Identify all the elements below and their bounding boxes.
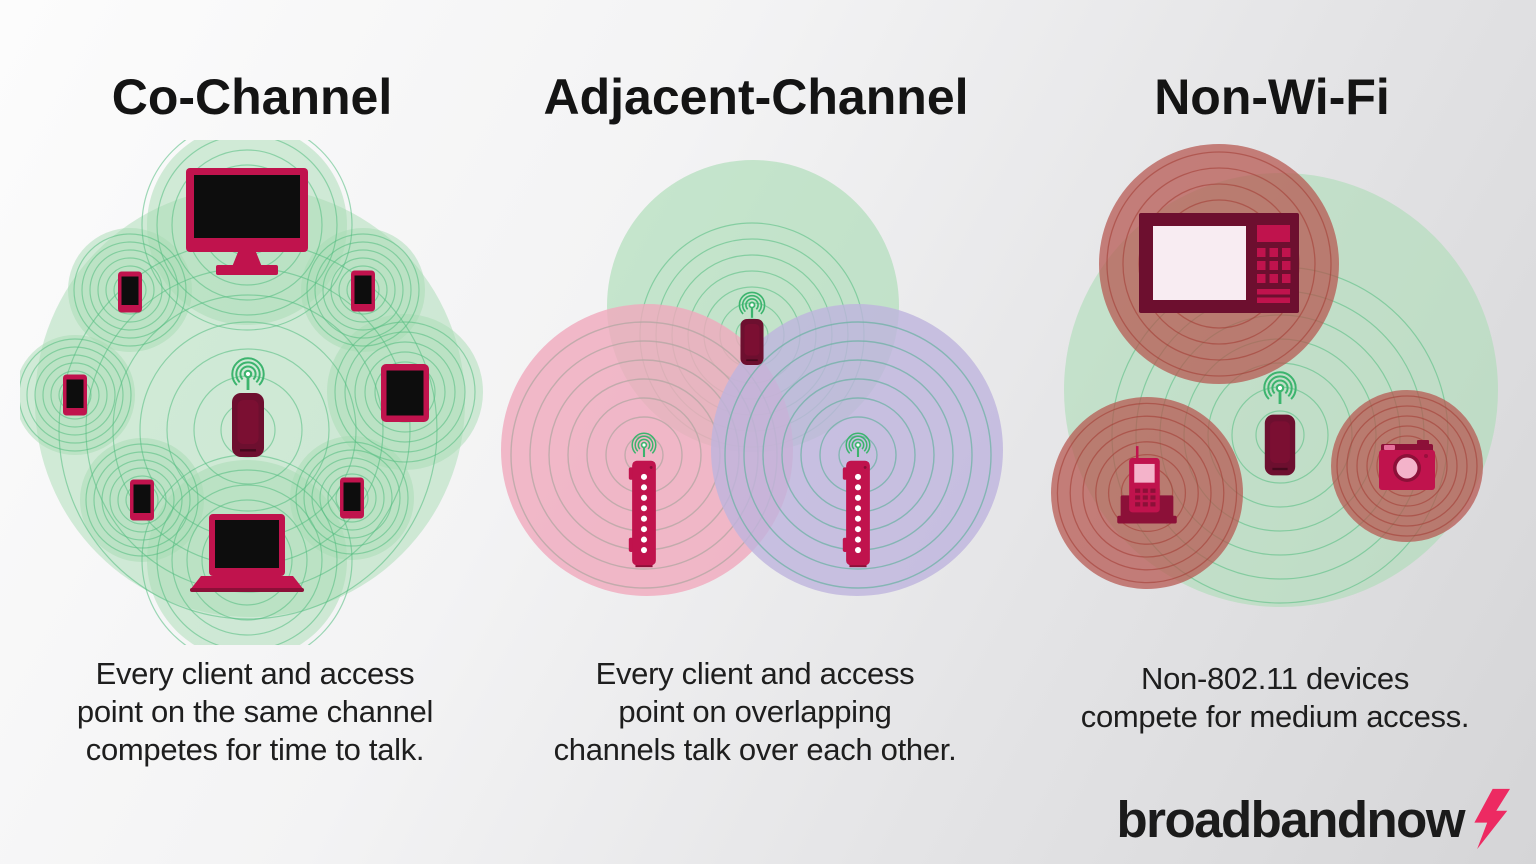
panel-title-adjacent-channel: Adjacent-Channel bbox=[543, 69, 969, 125]
panel-title-non-wifi: Non-Wi-Fi bbox=[1154, 69, 1390, 125]
caption-line: point on overlapping bbox=[618, 693, 892, 729]
logo-brand-text: broadband bbox=[1116, 790, 1369, 848]
caption-non-wifi: Non-802.11 devices compete for medium ac… bbox=[1030, 660, 1520, 736]
lightning-bolt-icon bbox=[1474, 788, 1510, 850]
non-wifi-diagram bbox=[1051, 144, 1498, 607]
security-camera-icon bbox=[1379, 440, 1435, 490]
caption-adjacent-channel: Every client and access point on overlap… bbox=[500, 655, 1010, 768]
caption-line: Every client and access bbox=[595, 656, 915, 691]
wifi-extender-icon bbox=[628, 460, 656, 568]
caption-co-channel: Every client and access point on the sam… bbox=[20, 655, 490, 768]
caption-line: point on the same channel bbox=[76, 693, 434, 729]
tablet-icon bbox=[381, 364, 429, 422]
panel-title-co-channel: Co-Channel bbox=[111, 69, 393, 125]
smartphone-icon bbox=[351, 270, 375, 312]
co-channel-diagram bbox=[20, 140, 483, 645]
smartphone-icon bbox=[118, 271, 142, 313]
smartphone-icon bbox=[340, 477, 364, 519]
channel-circles bbox=[501, 160, 1003, 596]
caption-line: channels talk over each other. bbox=[553, 731, 957, 767]
caption-line: Non-802.11 devices bbox=[1140, 661, 1410, 696]
smartphone-icon bbox=[63, 374, 87, 416]
wifi-extender-icon bbox=[842, 460, 870, 568]
wifi-router-icon bbox=[1264, 414, 1296, 476]
caption-line: compete for medium access. bbox=[1080, 698, 1470, 734]
adjacent-channel-diagram bbox=[501, 160, 1003, 596]
microwave-oven-icon bbox=[1139, 213, 1299, 313]
wifi-router-icon bbox=[232, 393, 264, 457]
wifi-router-icon bbox=[740, 318, 764, 366]
smartphone-icon bbox=[130, 479, 154, 521]
caption-line: Every client and access bbox=[95, 656, 415, 691]
caption-line: competes for time to talk. bbox=[85, 731, 425, 767]
logo-suffix-text: now bbox=[1366, 790, 1466, 848]
